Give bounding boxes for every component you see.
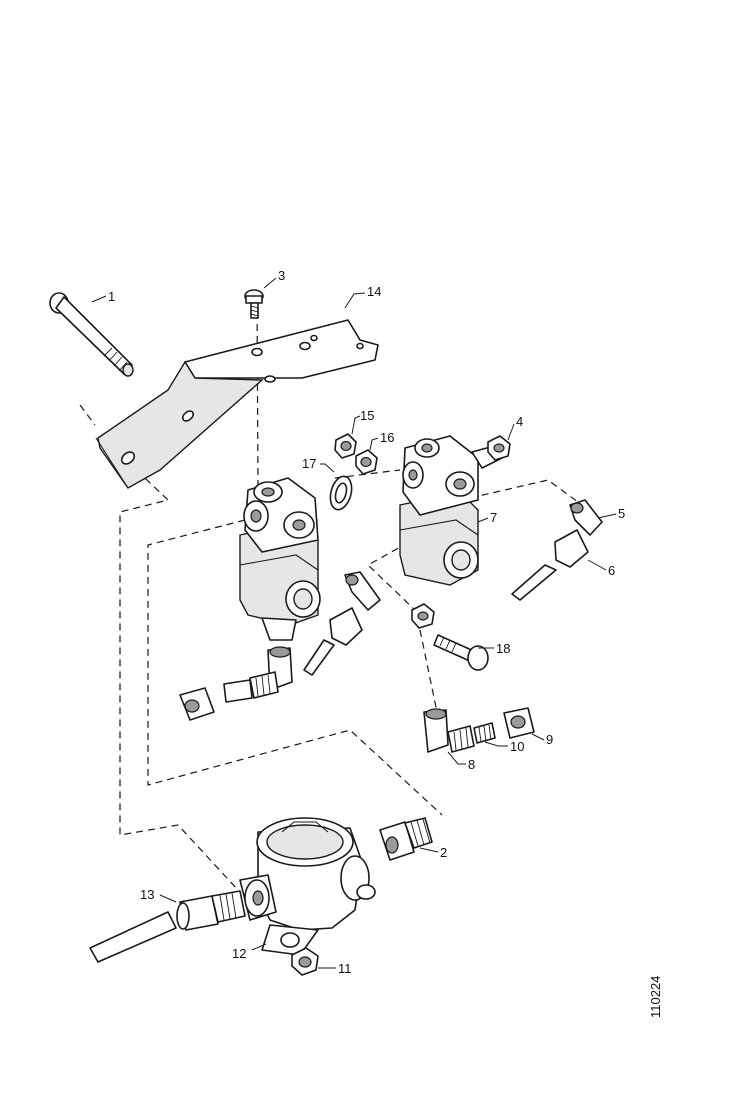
spring-10	[473, 722, 496, 744]
fitting-2	[379, 817, 433, 861]
dashed-routing-lines	[79, 299, 583, 891]
callout-12: 12	[232, 946, 246, 961]
bracket-14	[95, 319, 379, 489]
dash-bracket-left	[79, 404, 96, 426]
dash-screw3-axis	[256, 299, 259, 486]
left-valve	[239, 477, 321, 641]
callout-4: 4	[516, 414, 523, 429]
nut-11	[291, 947, 319, 976]
washer-17	[329, 475, 353, 511]
nut-9	[503, 707, 535, 739]
callout-6: 6	[608, 563, 615, 578]
hose	[89, 911, 177, 963]
callout-1: 1	[108, 289, 115, 304]
right-valve-7	[399, 435, 503, 586]
callout-10: 10	[510, 739, 524, 754]
left-elbow-fitting	[303, 571, 381, 676]
filter-housing-12	[239, 817, 376, 956]
callout-2: 2	[440, 845, 447, 860]
bolt-18	[433, 634, 489, 671]
dash-elbow-5-route	[469, 479, 583, 506]
bolt-1	[49, 292, 134, 377]
callout-14: 14	[367, 284, 381, 299]
dash-left-route	[119, 461, 239, 891]
callout-7: 7	[490, 510, 497, 525]
callout-3: 3	[278, 268, 285, 283]
callout-15: 15	[360, 408, 374, 423]
reference-number: 110224	[648, 976, 663, 1018]
callout-5: 5	[618, 506, 625, 521]
callout-16: 16	[380, 430, 394, 445]
callout-11: 11	[338, 961, 352, 976]
dash-mid-route	[147, 519, 443, 816]
dash-bolt18-axis	[419, 629, 438, 713]
fitting-13	[176, 890, 246, 931]
nut-15	[334, 433, 357, 459]
fitting-8	[423, 708, 475, 753]
callout-9: 9	[546, 732, 553, 747]
elbow-5	[569, 499, 603, 536]
nut-4	[487, 435, 511, 461]
callout-18: 18	[496, 641, 510, 656]
callout-13: 13	[140, 887, 154, 902]
screw-3	[244, 289, 264, 319]
dash-washer-route	[334, 469, 401, 479]
callout-17: 17	[302, 456, 316, 471]
nozzle-6	[511, 529, 589, 601]
callout-labels: 1 2 3 4 5 6 7 8 9 10 11 12 13 14 15 16 1…	[108, 268, 625, 976]
callout-8: 8	[468, 757, 475, 772]
left-lower-fittings	[179, 646, 293, 721]
nut-16	[355, 449, 378, 475]
leader-lines	[91, 277, 617, 969]
nut-under-valve	[411, 603, 435, 629]
